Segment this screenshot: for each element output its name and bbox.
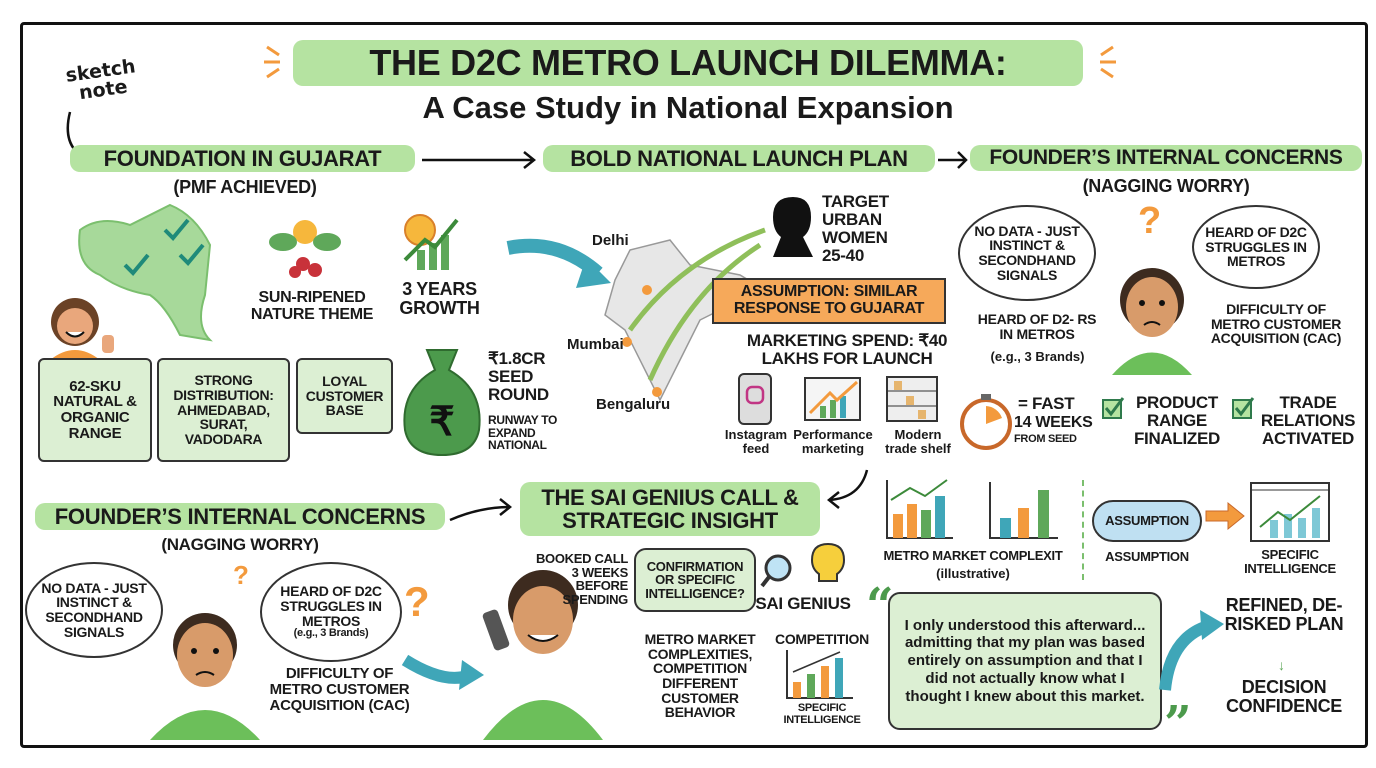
worried-founder-avatar <box>150 613 260 740</box>
complexity-bar-chart-icon <box>989 482 1058 539</box>
assumption-label: ASSUMPTION <box>1105 549 1189 564</box>
distribution-box: STRONG DISTRIBUTION: AHMEDABAD, SURAT, V… <box>157 358 290 462</box>
metro-chart-sub: (illustrative) <box>936 566 1010 581</box>
trade-shelf-icon <box>886 376 938 422</box>
complexities-note: METRO MARKET COMPLEXITIES, COMPETITION D… <box>644 631 756 721</box>
call-heading: THE SAI GENiUS CALL & STRATEGIC INSIGHT <box>520 482 820 537</box>
arrow-down-icon: ↓ <box>1278 657 1285 673</box>
target-label: TARGET URBAN WOMEN 25-40 <box>822 192 889 265</box>
timer-weeks: 14 WEEKS <box>1014 414 1093 431</box>
check-product-range: PRODUCT RANGE FINALIZED <box>1133 393 1221 448</box>
competition-bar-chart-icon <box>786 650 853 699</box>
assumption-banner: ASSUMPTION: SIMILAR RESPONSE TO GUJARAT <box>712 278 946 324</box>
teal-curved-arrow-icon <box>1159 610 1224 691</box>
city-delhi: Delhi <box>592 232 629 249</box>
sku-range-box: 62-SKU NATURAL & ORGANIC RANGE <box>38 358 152 462</box>
intelligence-label: SPECIFIC INTELLIGENCE <box>1244 547 1336 576</box>
question-mark-icon: ? <box>1138 200 1161 242</box>
page-title: THE D2C METRO LAUNCH DILEMMA: <box>293 40 1083 86</box>
refined-plan: REFINED, DE-RISKED PLAN <box>1224 595 1344 634</box>
channel-performance: Performance marketing <box>793 427 873 457</box>
thought-eg: (e.g., 3 Brands) <box>293 627 369 640</box>
decision-confidence: DECISION CONFIDENCE <box>1225 677 1342 716</box>
stopwatch-icon <box>960 394 1012 450</box>
thought-no-data: NO DATA - JUST INSTINCT & SECONDHAND SIG… <box>958 205 1096 301</box>
cac-note: DIFFICULTY OF METRO CUSTOMER ACQUISITION… <box>1210 301 1342 347</box>
check-trade-relations: TRADE RELATIONS ACTIVATED <box>1260 393 1356 448</box>
city-bengaluru: Bengaluru <box>596 396 671 413</box>
spark-icon <box>1100 45 1116 79</box>
teal-arrow-icon <box>401 654 484 690</box>
smiling-woman-avatar <box>50 298 114 360</box>
assumption-cloud: ASSUMPTION <box>1092 500 1202 542</box>
teal-arrow-icon <box>506 238 611 288</box>
arrow-right-icon <box>422 151 537 169</box>
thought-text: HEARD OF D2C STRUGGLES IN METROS <box>280 583 382 629</box>
metro-chart-label: METRO MARKET COMPLEXIT <box>883 548 1063 563</box>
close-quote-icon: ” <box>1164 696 1192 752</box>
runway-label: RUNWAY TO EXPAND NATIONAL <box>488 413 558 453</box>
arrow-right-icon <box>449 498 513 522</box>
foundation-heading: FOUNDATION IN GUJARAT <box>70 145 415 173</box>
launch-heading: BOLD NATIONAL LAUNCH PLAN <box>543 145 935 173</box>
booked-call-note: BOOKED CALL 3 WEEKS BEFORE SPENDING <box>535 551 628 607</box>
founder-quote: I only understood this afterward... admi… <box>888 592 1162 730</box>
instagram-phone-icon <box>738 373 772 425</box>
thought-no-data-bottom: NO DATA - JUST INSTINCT & SECONDHAND SIG… <box>25 562 163 658</box>
arrow-right-icon <box>938 151 968 169</box>
timer-fast: = FAST <box>1018 394 1075 413</box>
city-mumbai: Mumbai <box>567 336 624 353</box>
thought-d2c-struggles-bottom: HEARD OF D2C STRUGGLES IN METROS(e.g., 3… <box>260 562 402 662</box>
question-mark-icon: ? <box>233 560 249 590</box>
metro-bar-chart-icon <box>886 479 953 539</box>
question-mark-icon: ? <box>404 578 430 625</box>
performance-chart-icon <box>804 377 861 421</box>
concerns-heading: FOUNDER’S INTERNAL CONCERNS <box>970 145 1362 172</box>
gujarat-map-icon <box>78 203 213 342</box>
magnifier-lightbulb-icon <box>760 542 846 588</box>
frame-border <box>20 22 1368 748</box>
concerns-heading-bottom: FOUNDER’S INTERNAL CONCERNS <box>35 503 445 531</box>
spark-icon <box>264 45 280 79</box>
page-subtitle: A Case Study in National Expansion <box>422 90 954 125</box>
competition-label: COMPETITION <box>775 631 869 647</box>
seed-round-label: ₹1.8CR SEED ROUND <box>488 349 549 404</box>
woman-silhouette-icon <box>773 197 813 257</box>
heard-note: HEARD OF D2- RS IN METROS <box>977 311 1097 342</box>
growth-label: 3 YEARS GROWTH <box>399 279 480 318</box>
worried-founder-avatar <box>1112 268 1192 375</box>
checkbox-checked-icon <box>1102 397 1125 419</box>
arrow-left-icon <box>826 469 869 509</box>
cac-note-bottom: DIFFICULTY OF METRO CUSTOMER ACQUISITION… <box>269 665 410 714</box>
timer-from: FROM SEED <box>1014 433 1077 445</box>
divider <box>1082 480 1084 580</box>
orange-arrow-icon <box>1205 501 1245 531</box>
theme-label: SUN-RIPENED NATURE THEME <box>250 289 374 323</box>
thought-d2c-struggles: HEARD OF D2C STRUGGLES IN METROS <box>1192 205 1320 289</box>
checkbox-checked-icon <box>1232 397 1255 419</box>
channel-instagram: Instagram feed <box>724 427 788 457</box>
heard-eg: (e.g., 3 Brands) <box>990 349 1085 364</box>
svg-text:₹: ₹ <box>429 400 454 444</box>
intelligence-chart-icon <box>1250 482 1330 542</box>
specific-intel-label: SPECIFIC INTELLIGENCE <box>783 702 861 726</box>
concerns-sub: (NAGGING WORRY) <box>1082 176 1250 196</box>
confirmation-bubble: CONFIRMATION OR SPECIFIC INTELLIGENCE? <box>634 548 756 612</box>
channel-trade: Modern trade shelf <box>885 427 951 457</box>
concerns-sub-bottom: (NAGGING WORRY) <box>161 535 319 554</box>
loyal-customer-box: LOYAL CUSTOMER BASE <box>296 358 393 434</box>
marketing-spend: MARKETING SPEND: ₹40 LAKHS FOR LAUNCH <box>746 331 948 368</box>
leaves-berries-icon <box>269 220 341 278</box>
founder-on-phone-avatar <box>482 570 603 740</box>
money-bag-icon: ₹ <box>403 349 481 457</box>
sai-genius-label: SAI GENiUS <box>755 594 851 613</box>
foundation-sub: (PMF ACHIEVED) <box>173 177 317 197</box>
sun-growth-chart-icon <box>403 214 459 270</box>
